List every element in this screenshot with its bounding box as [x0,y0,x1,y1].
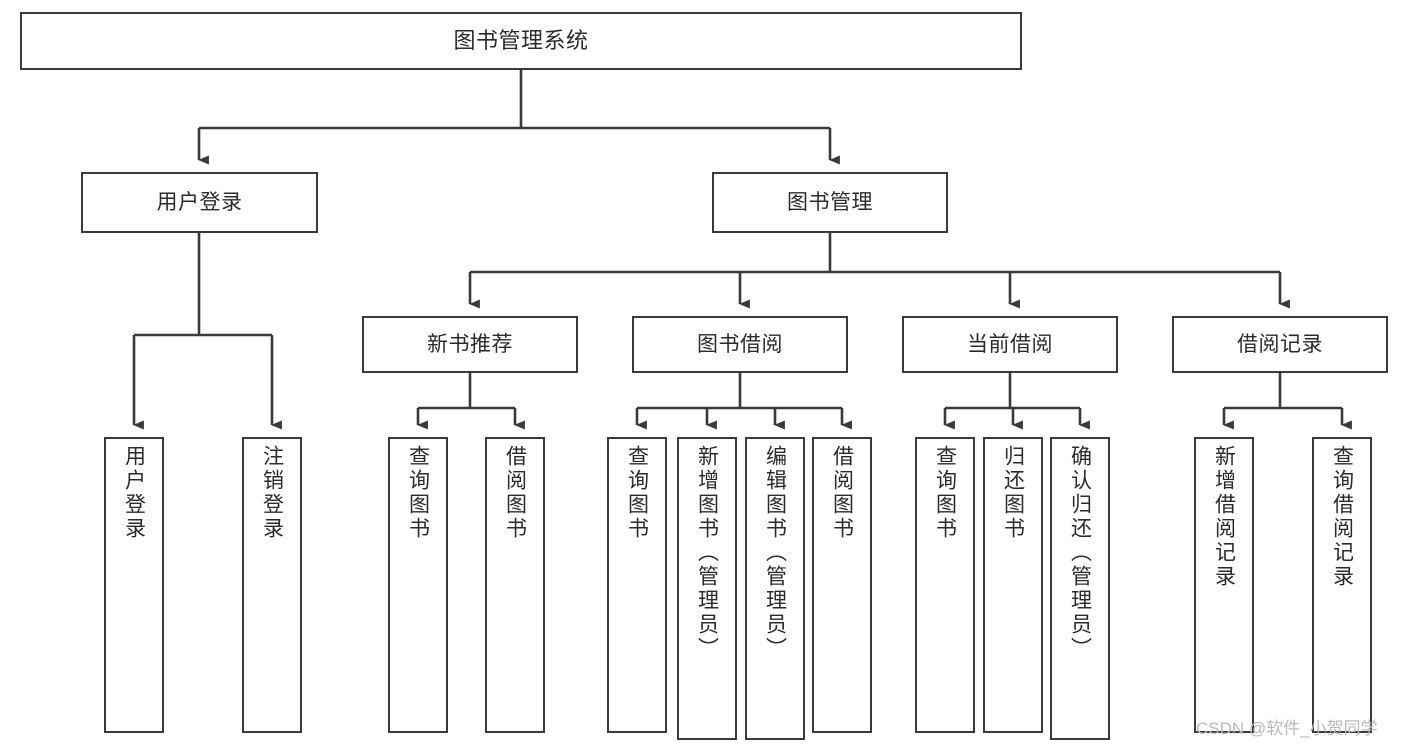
node-label: 查询借阅记录 [1330,445,1354,589]
node-label: 归还图书 [1001,445,1025,541]
node-label: 确认归还（管理员） [1068,445,1092,661]
node-leaf-user-login[interactable]: 用户登录 [104,437,164,733]
node-label: 注销登录 [260,445,284,541]
node-label: 新增借阅记录 [1212,445,1236,589]
node-new-book-recommend[interactable]: 新书推荐 [362,316,578,373]
node-label: 查询图书 [625,445,649,541]
node-leaf-borrow-book-1[interactable]: 借阅图书 [485,437,545,733]
node-label: 当前借阅 [967,332,1053,356]
node-leaf-add-record[interactable]: 新增借阅记录 [1194,437,1254,733]
node-leaf-user-logout[interactable]: 注销登录 [242,437,302,733]
node-book-management[interactable]: 图书管理 [712,172,948,233]
node-leaf-return-book[interactable]: 归还图书 [983,437,1043,733]
node-label: 借阅图书 [503,445,527,541]
node-label: 借阅图书 [830,445,854,541]
node-label: 图书管理系统 [453,27,589,53]
node-label: 用户登录 [122,445,146,541]
node-leaf-query-book-2[interactable]: 查询图书 [607,437,667,733]
node-leaf-confirm-return[interactable]: 确认归还（管理员） [1050,437,1110,740]
node-borrow-record[interactable]: 借阅记录 [1172,316,1388,373]
node-label: 用户登录 [156,190,243,214]
node-label: 图书借阅 [697,332,783,356]
node-label: 新书推荐 [427,332,513,356]
node-leaf-add-book[interactable]: 新增图书（管理员） [677,437,737,740]
node-label: 查询图书 [406,445,430,541]
node-leaf-query-book-1[interactable]: 查询图书 [388,437,448,733]
node-leaf-edit-book[interactable]: 编辑图书（管理员） [745,437,805,740]
node-user-login[interactable]: 用户登录 [81,172,318,233]
node-leaf-query-record[interactable]: 查询借阅记录 [1312,437,1372,733]
node-label: 图书管理 [787,190,873,214]
node-leaf-query-book-3[interactable]: 查询图书 [915,437,975,733]
node-current-borrow[interactable]: 当前借阅 [902,316,1118,373]
node-label: 编辑图书（管理员） [763,445,787,661]
node-label: 查询图书 [933,445,957,541]
node-leaf-borrow-book-2[interactable]: 借阅图书 [812,437,872,733]
node-book-borrow[interactable]: 图书借阅 [632,316,848,373]
node-label: 借阅记录 [1237,332,1323,356]
node-root-system[interactable]: 图书管理系统 [20,12,1022,70]
node-label: 新增图书（管理员） [695,445,719,661]
